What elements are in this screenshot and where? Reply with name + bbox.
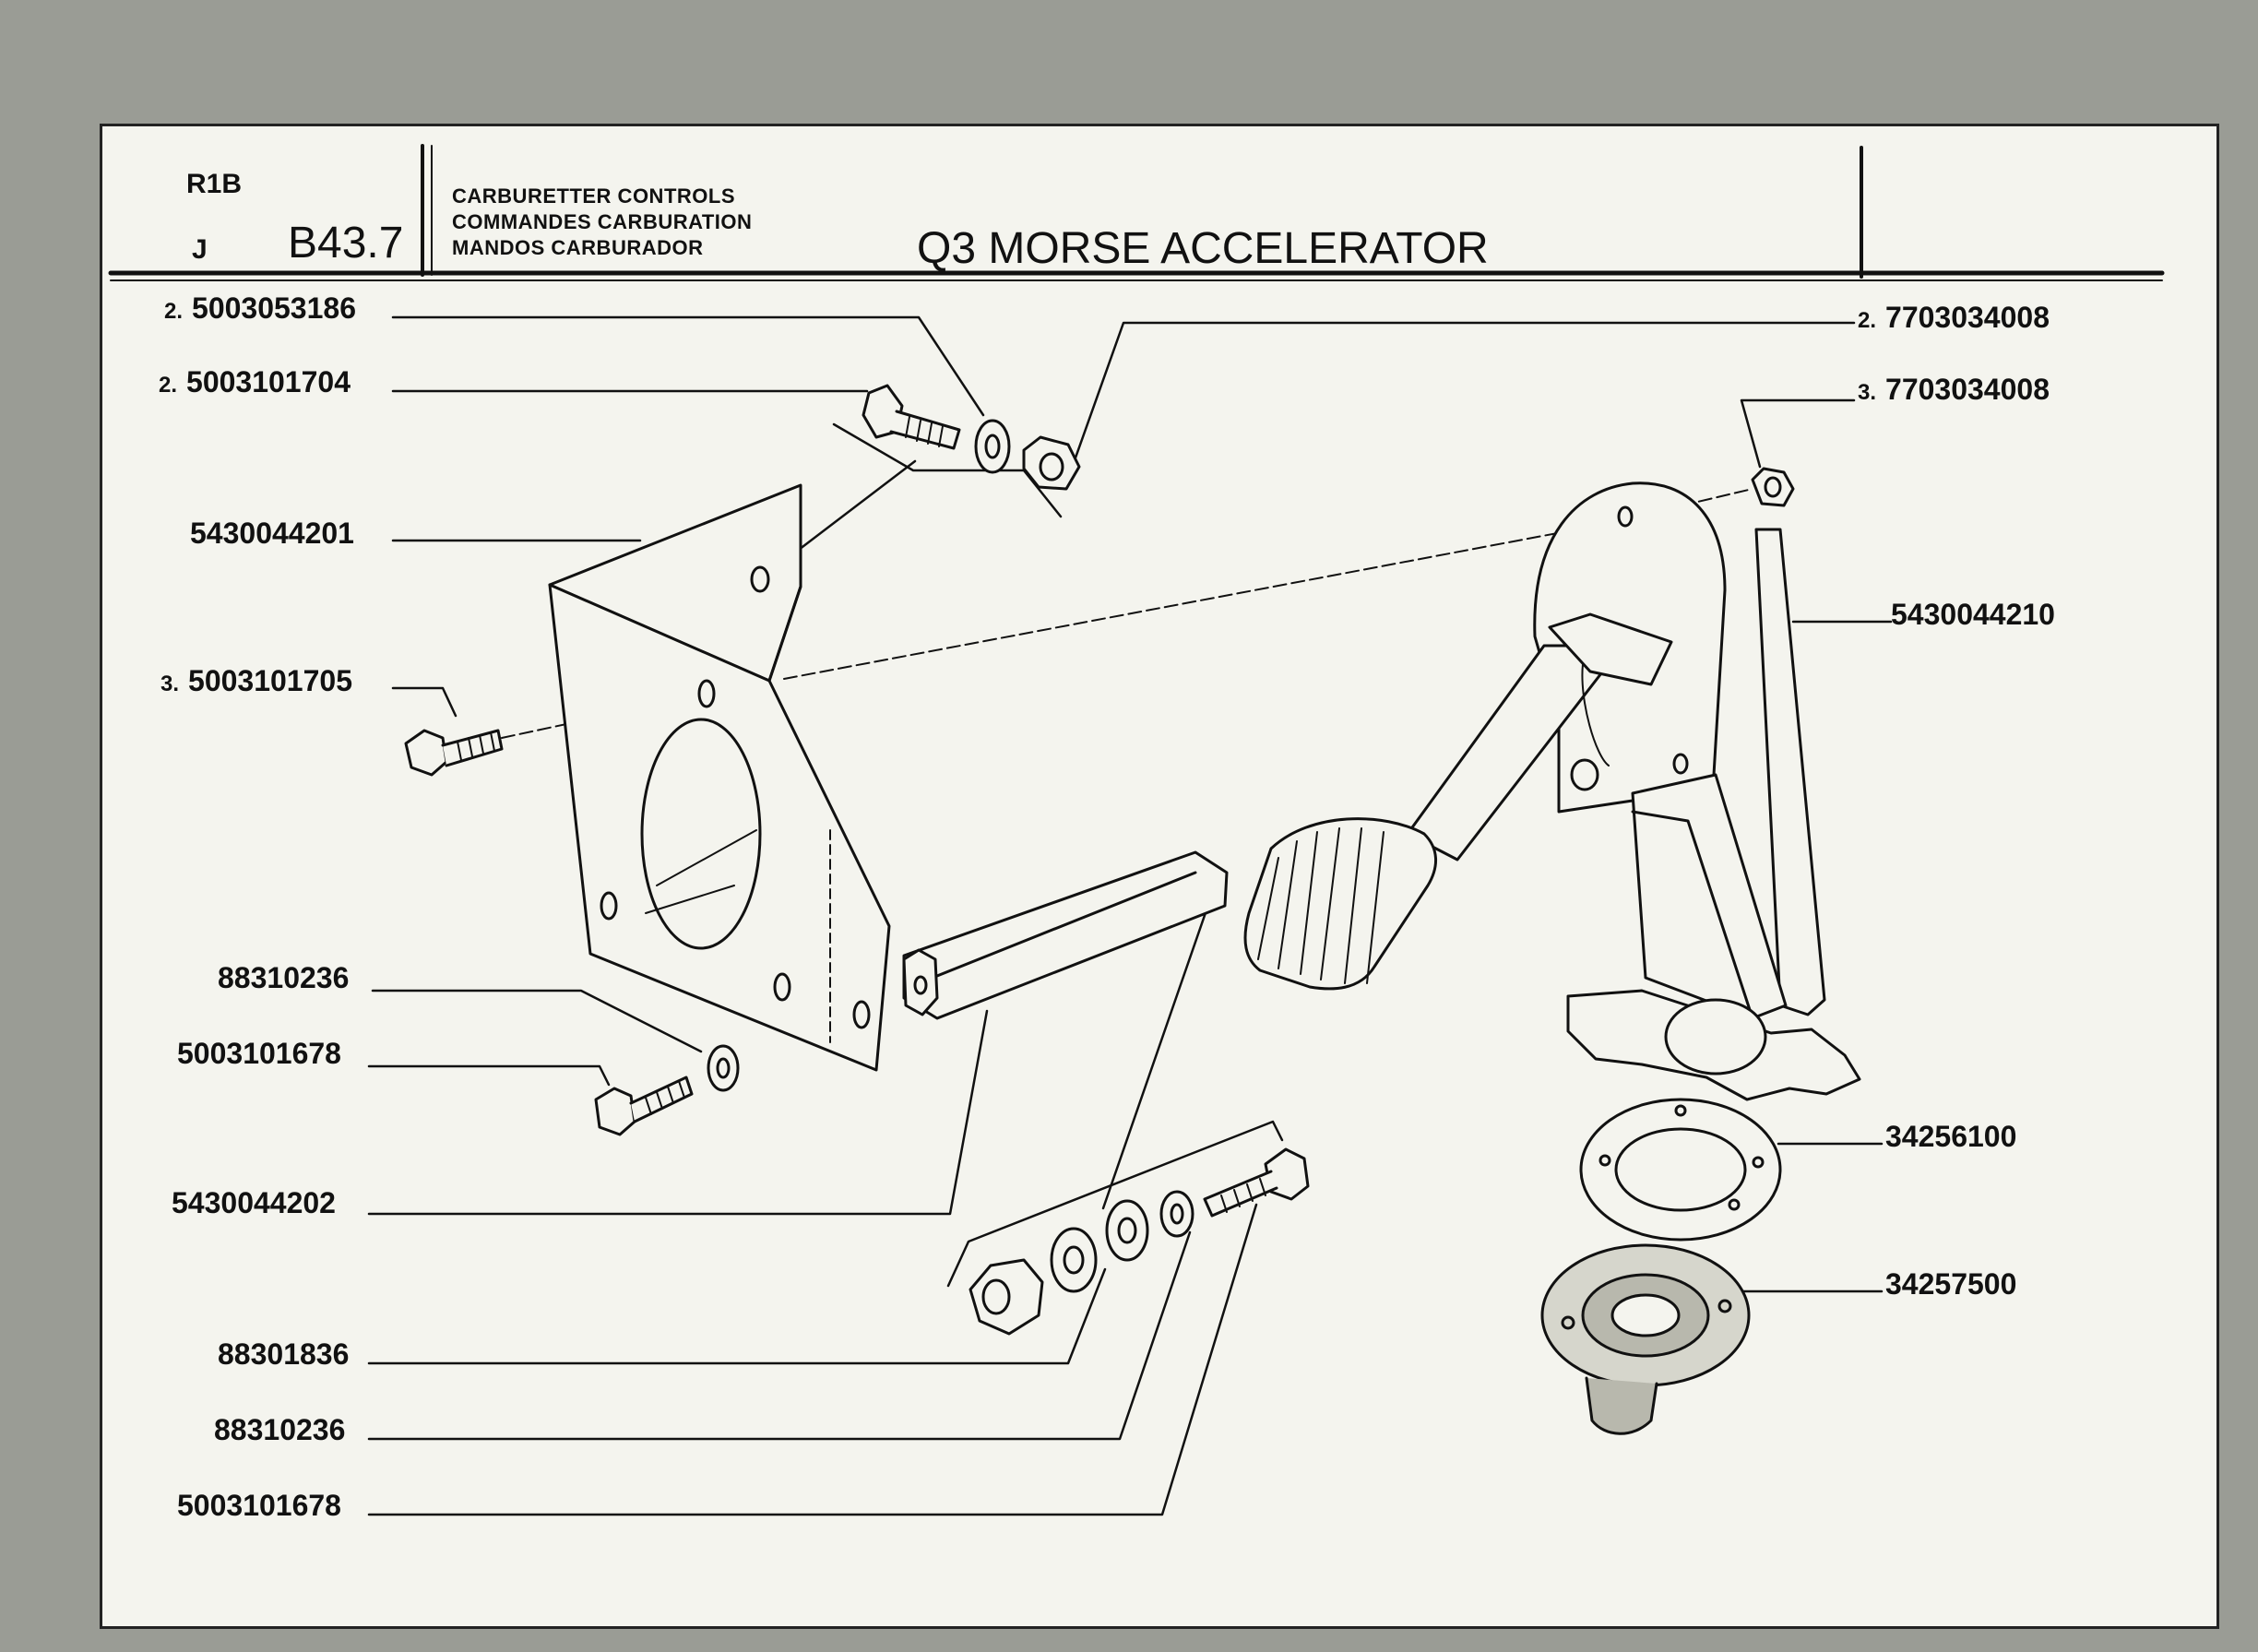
bolt-5003101704 xyxy=(862,384,961,450)
model-code: R1B xyxy=(186,169,243,199)
callout-5003101705: 3.5003101705 xyxy=(160,664,352,697)
nut-lower xyxy=(969,1258,1044,1336)
callout-34257500: 34257500 xyxy=(1885,1267,2017,1301)
nut-7703034008-b xyxy=(1751,467,1795,507)
hex-spacer xyxy=(902,850,1229,1020)
bolt-5003101705 xyxy=(404,729,504,777)
washer-88301836-a xyxy=(1105,1199,1149,1262)
callout-88301836: 88301836 xyxy=(218,1337,350,1371)
gasket xyxy=(1579,1098,1782,1242)
pedal-assembly xyxy=(1243,481,1861,1101)
version-code: J xyxy=(192,234,208,265)
leader-lines xyxy=(367,315,1893,1516)
mounting-bracket xyxy=(548,483,891,1072)
callout-5003101678-b: 5003101678 xyxy=(177,1489,341,1522)
page-reference: B43.7 xyxy=(288,219,404,267)
section-title-es: MANDOS CARBURADOR xyxy=(452,236,704,259)
callout-5003101704: 2.5003101704 xyxy=(159,365,351,398)
callout-5003101678-a: 5003101678 xyxy=(177,1037,341,1070)
section-title-en: CARBURETTER CONTROLS xyxy=(452,184,735,208)
washer-88310236-a xyxy=(707,1044,740,1092)
callout-88310236-b: 88310236 xyxy=(214,1413,346,1446)
floor-cup xyxy=(1540,1243,1751,1435)
callout-7703034008-b: 3.7703034008 xyxy=(1858,373,2050,406)
callout-5003053186: 2.5003053186 xyxy=(164,291,356,325)
callout-34256100: 34256100 xyxy=(1885,1120,2017,1153)
washer-88301836-b xyxy=(1050,1227,1098,1293)
callout-7703034008-a: 2.7703034008 xyxy=(1858,301,2050,334)
washer-88310236-b xyxy=(1159,1190,1194,1238)
nut-7703034008-a xyxy=(1022,435,1081,491)
title-block-lines xyxy=(108,144,2165,281)
callout-88310236-a: 88310236 xyxy=(218,961,350,994)
callout-5430044201: 5430044201 xyxy=(190,517,354,550)
page-title: Q3 MORSE ACCELERATOR xyxy=(917,224,1489,273)
bolt-5003101678-a xyxy=(594,1076,694,1136)
washer-5003053186 xyxy=(974,419,1011,474)
callout-5430044210: 5430044210 xyxy=(1891,598,2055,631)
callout-5430044202: 5430044202 xyxy=(172,1186,336,1219)
section-title-fr: COMMANDES CARBURATION xyxy=(452,210,753,233)
bolt-5003101678-b xyxy=(1203,1147,1310,1218)
